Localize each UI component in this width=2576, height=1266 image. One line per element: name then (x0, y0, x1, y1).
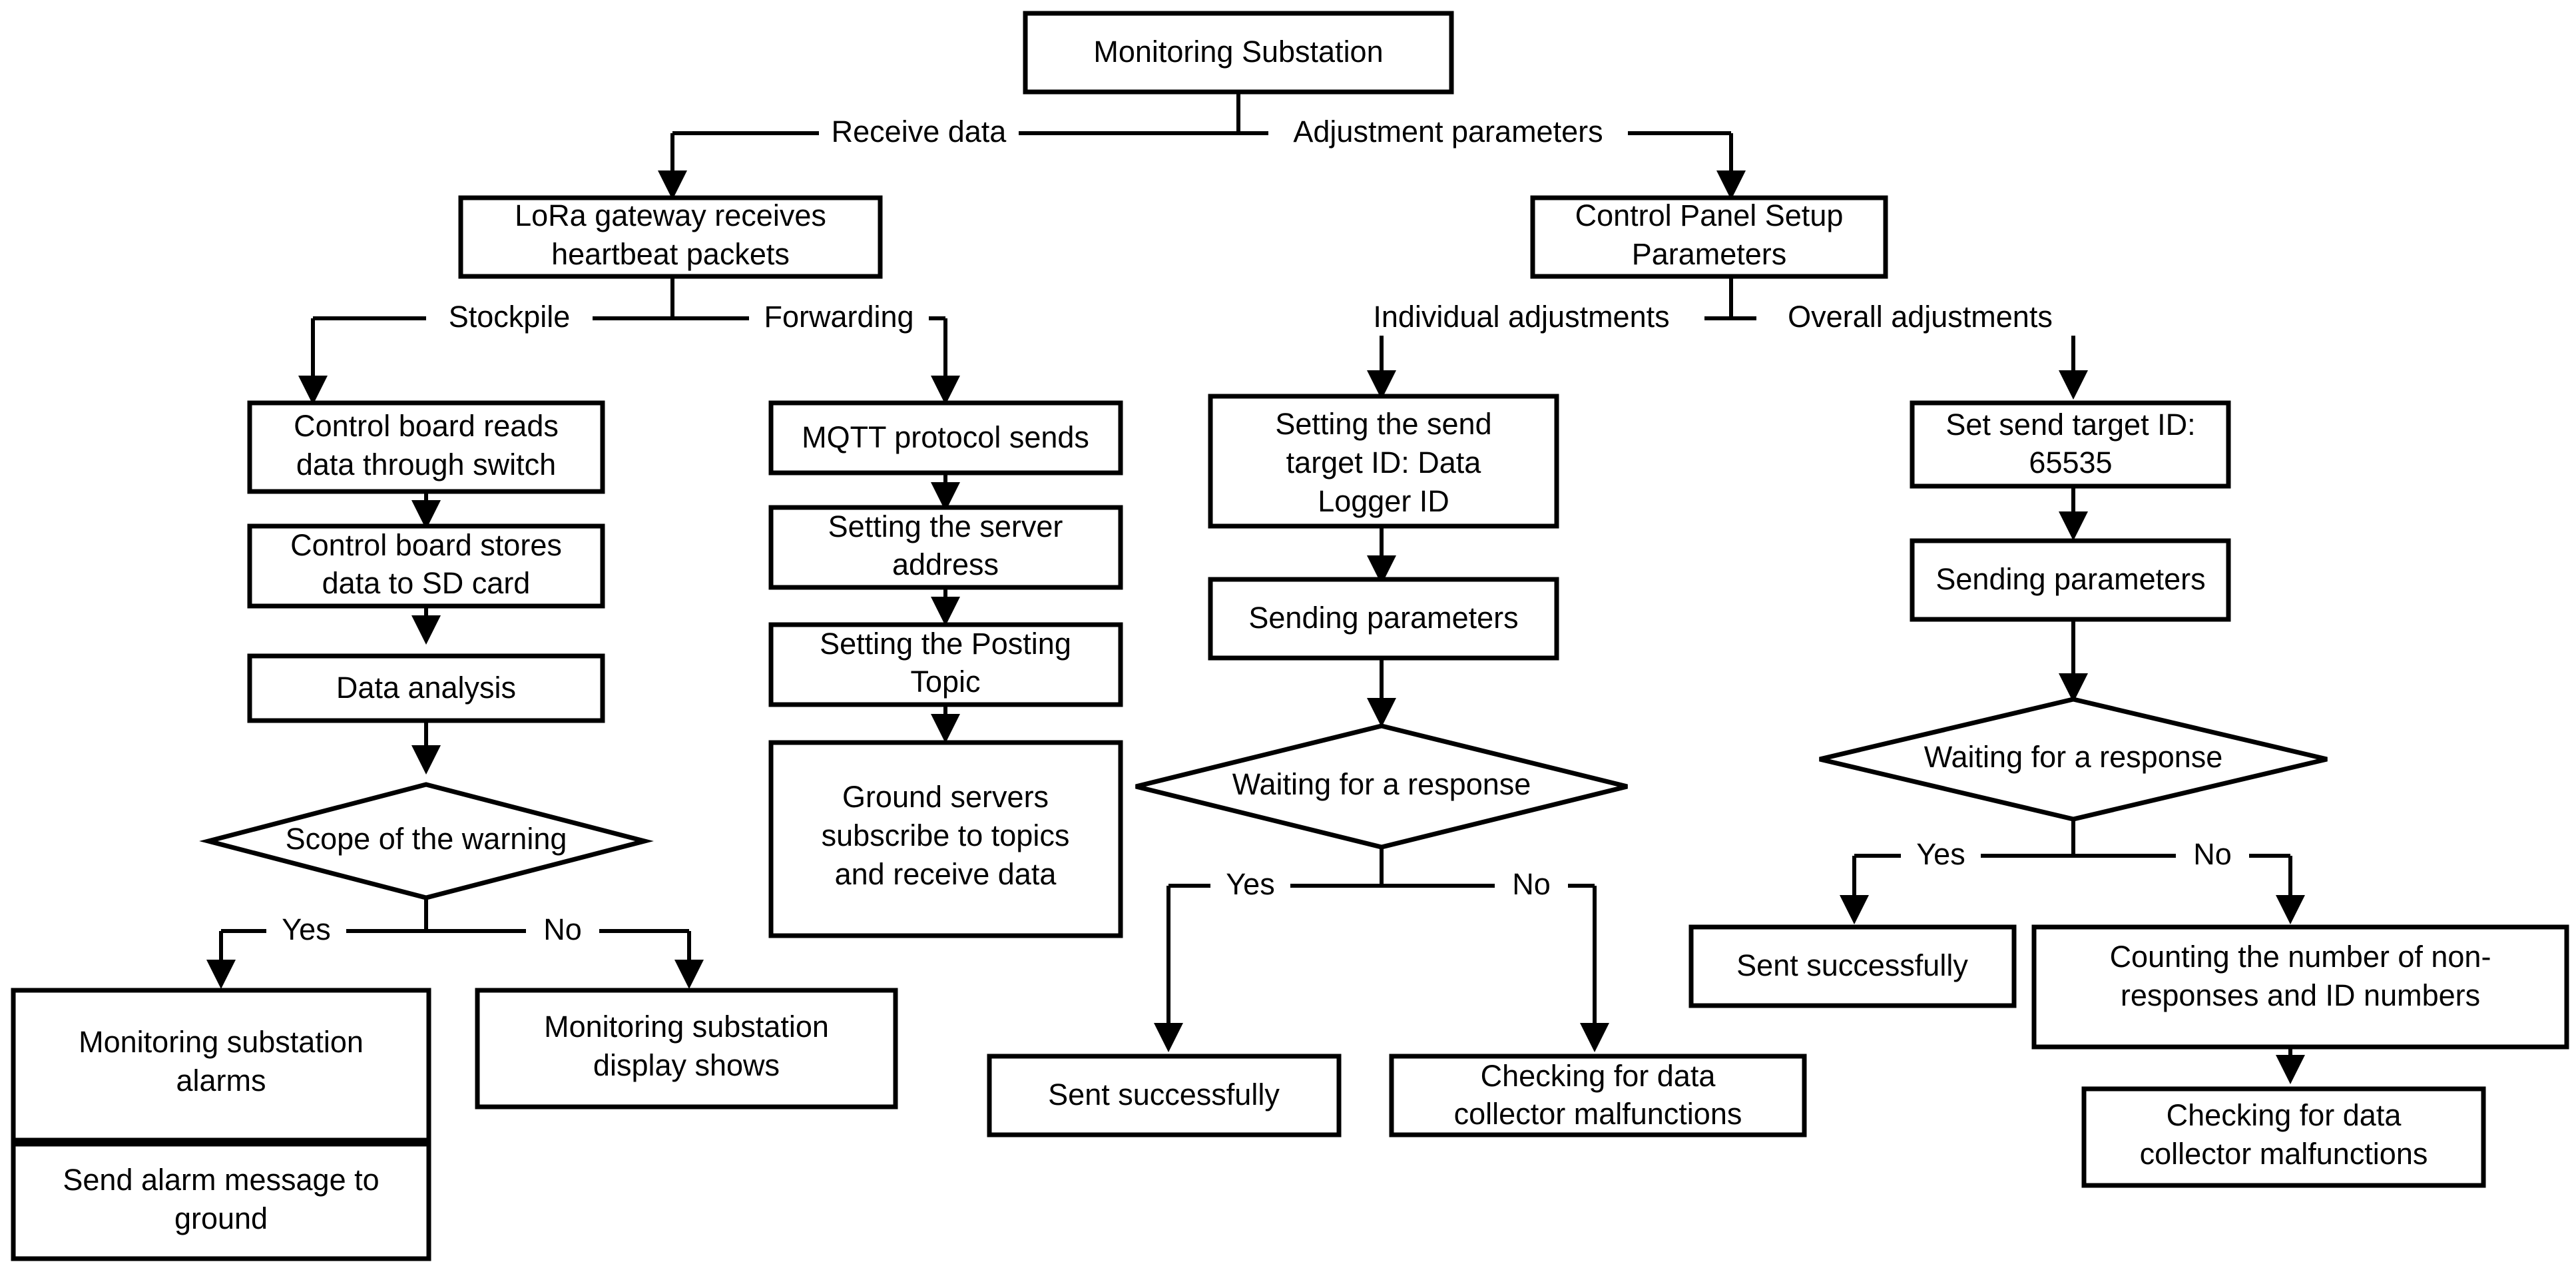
edge-col4-chain (2059, 486, 2088, 703)
node-label-line2: collector malfunctions (1454, 1097, 1742, 1131)
edge-label-wait1-yes: Yes (1210, 867, 1290, 903)
node-lora-gateway-receives[interactable]: LoRa gateway receives heartbeat packets (458, 195, 883, 279)
node-label: MQTT protocol sends (802, 420, 1089, 454)
edge-label-wait2-no: No (2176, 837, 2249, 873)
edge-label-receive-data: Receive data (819, 115, 1019, 151)
edge-label-overall-adjustments: Overall adjustments (1756, 300, 2084, 336)
node-sent-successfully-overall[interactable]: Sent successfully (1688, 924, 2017, 1008)
edge-panel-split (1367, 276, 2088, 400)
edge-label-text: No (1512, 867, 1551, 901)
node-send-alarm-message-to-ground[interactable]: Send alarm message to ground (11, 1141, 431, 1261)
node-checking-data-collector-overall[interactable]: Checking for data collector malfunctions (2081, 1086, 2486, 1188)
node-label-line2: collector malfunctions (2140, 1137, 2428, 1171)
node-set-send-target-id-65535[interactable]: Set send target ID: 65535 (1910, 400, 2231, 489)
node-label-line2: data to SD card (322, 566, 531, 600)
edge-col1-chain (411, 491, 441, 775)
edge-label-text: Overall adjustments (1788, 300, 2053, 334)
node-checking-data-collector-individual[interactable]: Checking for data collector malfunctions (1389, 1054, 1807, 1137)
node-label: Data analysis (336, 671, 516, 705)
node-label: Waiting for a response (1924, 740, 2223, 774)
node-label-line1: Send alarm message to (63, 1163, 379, 1197)
node-label: Waiting for a response (1232, 767, 1531, 801)
node-mqtt-protocol-sends[interactable]: MQTT protocol sends (768, 400, 1123, 475)
node-label-line1: Setting the server (828, 509, 1063, 543)
edge-label-scope-no: No (526, 912, 599, 948)
node-label-line1: Setting the send (1275, 407, 1491, 441)
node-monitoring-substation-display-shows[interactable]: Monitoring substation display shows (475, 988, 898, 1109)
edge-col2-chain (931, 473, 960, 743)
edge-label-text: No (2193, 837, 2232, 871)
node-label-line1: Monitoring substation (544, 1010, 829, 1044)
edge-label-text: Yes (1916, 837, 1965, 871)
node-setting-the-server-address[interactable]: Setting the server address (768, 505, 1123, 590)
node-label-line2: Parameters (1632, 237, 1787, 271)
edge-label-text: Yes (282, 912, 330, 946)
edge-col3-chain (1367, 526, 1396, 727)
node-label: Sent successfully (1736, 948, 1968, 982)
node-label: Monitoring Substation (1093, 35, 1383, 69)
node-label-line2: subscribe to topics (822, 818, 1070, 852)
node-label-line2: target ID: Data (1286, 446, 1482, 479)
node-data-analysis[interactable]: Data analysis (247, 653, 605, 723)
node-label-line1: Checking for data (1481, 1059, 1716, 1093)
node-control-board-stores-data[interactable]: Control board stores data to SD card (247, 523, 605, 609)
node-label-line1: Counting the number of non- (2110, 940, 2491, 974)
edge-label-scope-yes: Yes (266, 912, 346, 948)
node-waiting-for-response-individual[interactable]: Waiting for a response (1135, 723, 1628, 850)
node-label-line1: Monitoring substation (79, 1025, 364, 1059)
node-label-line2: data through switch (296, 448, 556, 481)
node-label-line2: alarms (176, 1064, 266, 1098)
edge-count-to-check (2276, 1047, 2305, 1084)
node-label-line2: responses and ID numbers (2121, 978, 2480, 1012)
node-label-line2: heartbeat packets (551, 237, 790, 271)
node-counting-non-responses[interactable]: Counting the number of non- responses an… (2031, 924, 2569, 1050)
node-setting-the-posting-topic[interactable]: Setting the Posting Topic (768, 622, 1123, 707)
edge-lora-split (298, 276, 960, 405)
node-waiting-for-response-overall[interactable]: Waiting for a response (1819, 697, 2328, 822)
node-control-board-reads-data[interactable]: Control board reads data through switch (247, 400, 605, 494)
edge-label-text: Yes (1226, 867, 1274, 901)
node-label-line3: and receive data (835, 857, 1057, 891)
edge-label-text: Forwarding (764, 300, 913, 334)
node-label-line2: display shows (593, 1048, 780, 1082)
node-label: Sending parameters (1935, 562, 2205, 596)
edge-label-text: Adjustment parameters (1293, 115, 1603, 149)
edge-label-individual-adjustments: Individual adjustments (1342, 300, 1704, 336)
edge-label-stockpile: Stockpile (426, 300, 593, 336)
node-label-line2: ground (174, 1201, 268, 1235)
node-label-line1: Control board reads (294, 409, 559, 443)
edge-label-wait1-no: No (1495, 867, 1568, 903)
node-sent-successfully-individual[interactable]: Sent successfully (987, 1054, 1342, 1137)
edge-label-text: Individual adjustments (1373, 300, 1669, 334)
node-label-line1: Setting the Posting (820, 627, 1071, 661)
edge-label-wait2-yes: Yes (1901, 837, 1981, 873)
node-label-line1: Set send target ID: (1945, 408, 2195, 442)
node-label-line2: address (892, 547, 999, 581)
node-label-line1: LoRa gateway receives (515, 198, 826, 232)
node-label-line1: Control board stores (290, 528, 562, 562)
node-sending-parameters-overall[interactable]: Sending parameters (1910, 538, 2231, 622)
node-label-line3: Logger ID (1318, 484, 1449, 518)
edge-label-text: No (543, 912, 582, 946)
node-label: Sent successfully (1048, 1078, 1280, 1111)
node-ground-servers-subscribe[interactable]: Ground servers subscribe to topics and r… (768, 740, 1123, 938)
node-label-line2: 65535 (2029, 446, 2112, 479)
node-label-line2: Topic (910, 665, 980, 699)
node-monitoring-substation-alarms[interactable]: Monitoring substation alarms (11, 988, 431, 1143)
node-label-line1: Ground servers (842, 780, 1049, 814)
node-sending-parameters-individual[interactable]: Sending parameters (1208, 577, 1559, 661)
node-label-line1: Control Panel Setup (1575, 198, 1844, 232)
node-setting-send-target-id-data-logger[interactable]: Setting the send target ID: Data Logger … (1208, 394, 1559, 529)
node-monitoring-substation[interactable]: Monitoring Substation (1023, 11, 1454, 95)
node-scope-of-the-warning[interactable]: Scope of the warning (199, 782, 654, 900)
node-label: Scope of the warning (286, 822, 567, 856)
node-label: Sending parameters (1248, 601, 1518, 635)
edge-label-text: Receive data (832, 115, 1007, 149)
edge-label-adjustment-parameters: Adjustment parameters (1268, 115, 1628, 151)
node-control-panel-setup-parameters[interactable]: Control Panel Setup Parameters (1530, 195, 1888, 279)
edge-label-text: Stockpile (449, 300, 571, 334)
node-label-line1: Checking for data (2167, 1098, 2402, 1132)
edge-label-forwarding: Forwarding (749, 300, 929, 336)
